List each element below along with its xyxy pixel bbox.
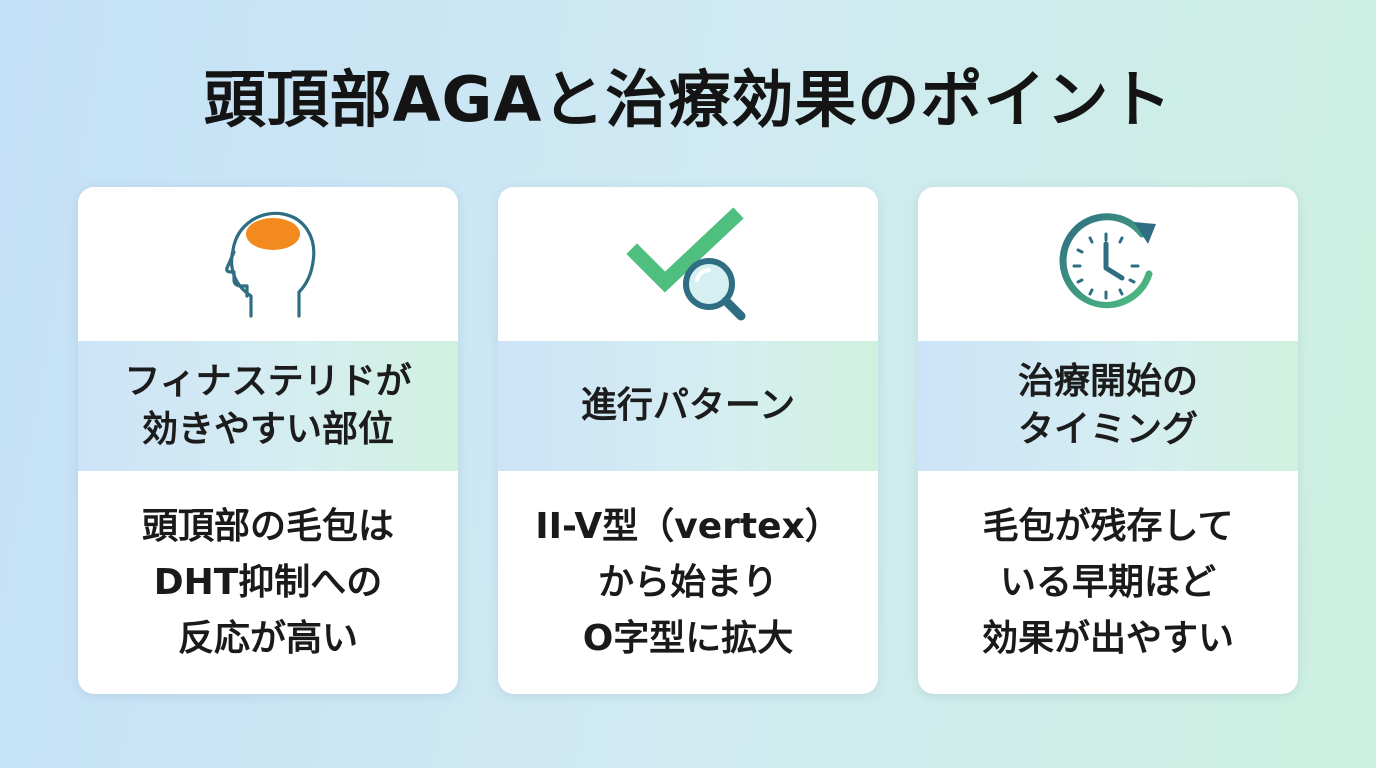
head-profile-icon xyxy=(225,211,316,318)
card-body-line: II-V型（vertex） xyxy=(535,505,841,547)
card-icon-area xyxy=(498,187,878,341)
card-finasteride-area: フィナステリドが 効きやすい部位 頭頂部の毛包は DHT抑制への 反応が高い xyxy=(78,187,458,694)
card-heading-line: タイミング xyxy=(1017,409,1198,450)
card-body: 頭頂部の毛包は DHT抑制への 反応が高い xyxy=(78,471,458,694)
card-body-line: 効果が出やすい xyxy=(981,617,1234,659)
card-heading-line: フィナステリドが xyxy=(124,361,412,402)
card-icon-area xyxy=(918,187,1298,341)
card-heading-band: フィナステリドが 効きやすい部位 xyxy=(78,341,458,471)
card-body-line: いる早期ほど xyxy=(999,561,1216,603)
card-body-line: 頭頂部の毛包は xyxy=(141,505,394,547)
card-heading-line: 治療開始の xyxy=(1017,361,1198,402)
card-icon-area xyxy=(78,187,458,341)
card-heading-band: 治療開始の タイミング xyxy=(918,341,1298,471)
clock-cycle-icon xyxy=(1059,213,1156,309)
card-body: II-V型（vertex） から始まり O字型に拡大 xyxy=(498,471,878,694)
card-treatment-timing: 治療開始の タイミング 毛包が残存して いる早期ほど 効果が出やすい xyxy=(918,187,1298,694)
card-body-line: から始まり xyxy=(597,561,778,603)
card-body-line: O字型に拡大 xyxy=(582,617,794,659)
checkmark-magnifier-icon xyxy=(626,207,746,321)
card-progression-pattern: 進行パターン II-V型（vertex） から始まり O字型に拡大 xyxy=(498,187,878,694)
card-heading-band: 進行パターン xyxy=(498,341,878,471)
page-title: 頭頂部AGAと治療効果のポイント xyxy=(203,63,1173,136)
card-body-line: DHT抑制への xyxy=(153,561,383,603)
card-body: 毛包が残存して いる早期ほど 効果が出やすい xyxy=(918,471,1298,694)
card-heading-line: 進行パターン xyxy=(580,385,796,426)
card-body-line: 反応が高い xyxy=(177,617,358,659)
card-body-line: 毛包が残存して xyxy=(982,505,1234,547)
card-heading-line: 効きやすい部位 xyxy=(141,409,394,450)
